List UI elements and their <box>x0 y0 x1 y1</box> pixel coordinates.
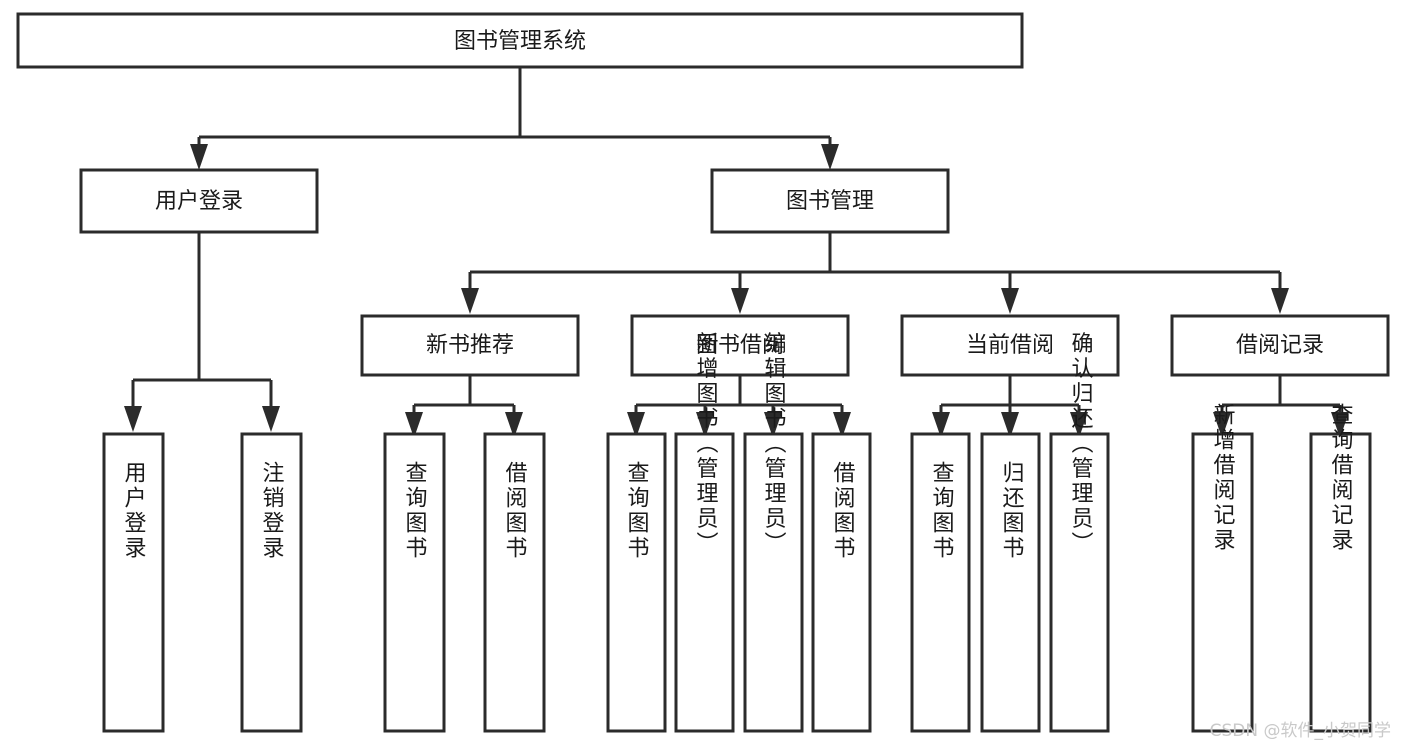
node-leaf-cb-return-book-label: 归还图书 <box>999 461 1025 561</box>
node-new-book-recommend-label: 新书推荐 <box>426 333 514 358</box>
connector-new-book-recommend-to-leaves <box>412 375 516 416</box>
node-leaf-bb-add-book[interactable]: 新增图书（管理员） <box>674 332 735 733</box>
connector-current-borrow-to-leaves <box>939 375 1081 416</box>
arrow-to-book-borrow <box>731 288 749 314</box>
node-leaf-user-login[interactable]: 用户登录 <box>102 432 165 733</box>
arrow-to-book-management <box>821 144 839 170</box>
node-new-book-recommend[interactable]: 新书推荐 <box>360 314 580 377</box>
connector-book-management-to-level3 <box>468 232 1282 290</box>
node-leaf-bb-query-book[interactable]: 查询图书 <box>606 432 667 733</box>
arrow-to-borrow-record <box>1271 288 1289 314</box>
node-leaf-cb-confirm-return-label: 确认归还（管理员） <box>1068 332 1094 557</box>
node-user-login[interactable]: 用户登录 <box>79 168 319 234</box>
node-leaf-br-query-record-label: 查询借阅记录 <box>1328 403 1354 553</box>
node-leaf-cb-return-book[interactable]: 归还图书 <box>980 432 1041 733</box>
node-leaf-user-login-label: 用户登录 <box>121 461 147 561</box>
node-leaf-bb-edit-book[interactable]: 编辑图书（管理员） <box>743 332 804 733</box>
node-leaf-bb-edit-book-label: 编辑图书（管理员） <box>761 332 787 557</box>
connector-root-to-level2 <box>197 67 832 146</box>
node-leaf-cb-confirm-return[interactable]: 确认归还（管理员） <box>1049 332 1110 733</box>
connector-borrow-record-to-leaves <box>1220 375 1342 416</box>
arrow-to-new-book-recommend <box>461 288 479 314</box>
node-book-management[interactable]: 图书管理 <box>710 168 950 234</box>
node-leaf-bb-borrow-book[interactable]: 借阅图书 <box>811 432 872 733</box>
arrow-to-current-borrow <box>1001 288 1019 314</box>
node-current-borrow-label: 当前借阅 <box>966 333 1054 358</box>
node-leaf-br-add-record[interactable]: 新增借阅记录 <box>1191 403 1254 733</box>
node-leaf-bb-borrow-book-label: 借阅图书 <box>830 461 856 561</box>
node-leaf-user-logout-label: 注销登录 <box>259 461 285 561</box>
node-leaf-bb-add-book-label: 新增图书（管理员） <box>693 332 719 557</box>
node-borrow-record[interactable]: 借阅记录 <box>1170 314 1390 377</box>
node-book-borrow[interactable]: 图书借阅 <box>630 314 850 377</box>
node-book-borrow-label: 图书借阅 <box>696 333 784 358</box>
node-leaf-nbr-query-book[interactable]: 查询图书 <box>383 432 446 733</box>
connector-book-borrow-to-leaves <box>634 375 844 416</box>
node-root-system[interactable]: 图书管理系统 <box>16 12 1024 69</box>
node-leaf-br-query-record[interactable]: 查询借阅记录 <box>1309 403 1372 733</box>
node-leaf-bb-query-book-label: 查询图书 <box>624 461 650 561</box>
arrow-leaf-user-login <box>124 406 142 432</box>
arrow-leaf-user-logout <box>262 406 280 432</box>
node-leaf-nbr-query-book-label: 查询图书 <box>402 461 428 561</box>
node-leaf-br-add-record-label: 新增借阅记录 <box>1210 403 1236 553</box>
node-leaf-nbr-borrow-book[interactable]: 借阅图书 <box>483 432 546 733</box>
node-borrow-record-label: 借阅记录 <box>1236 333 1324 358</box>
node-leaf-user-logout[interactable]: 注销登录 <box>240 432 303 733</box>
connector-user-login-to-leaves <box>131 232 273 408</box>
node-leaf-cb-query-book[interactable]: 查询图书 <box>910 432 971 733</box>
node-user-login-label: 用户登录 <box>155 189 243 214</box>
node-book-management-label: 图书管理 <box>786 189 874 214</box>
node-root-system-label: 图书管理系统 <box>454 29 586 54</box>
arrow-to-user-login <box>190 144 208 170</box>
node-current-borrow[interactable]: 当前借阅 <box>900 314 1120 377</box>
node-leaf-cb-query-book-label: 查询图书 <box>929 461 955 561</box>
node-leaf-nbr-borrow-book-label: 借阅图书 <box>502 461 528 561</box>
